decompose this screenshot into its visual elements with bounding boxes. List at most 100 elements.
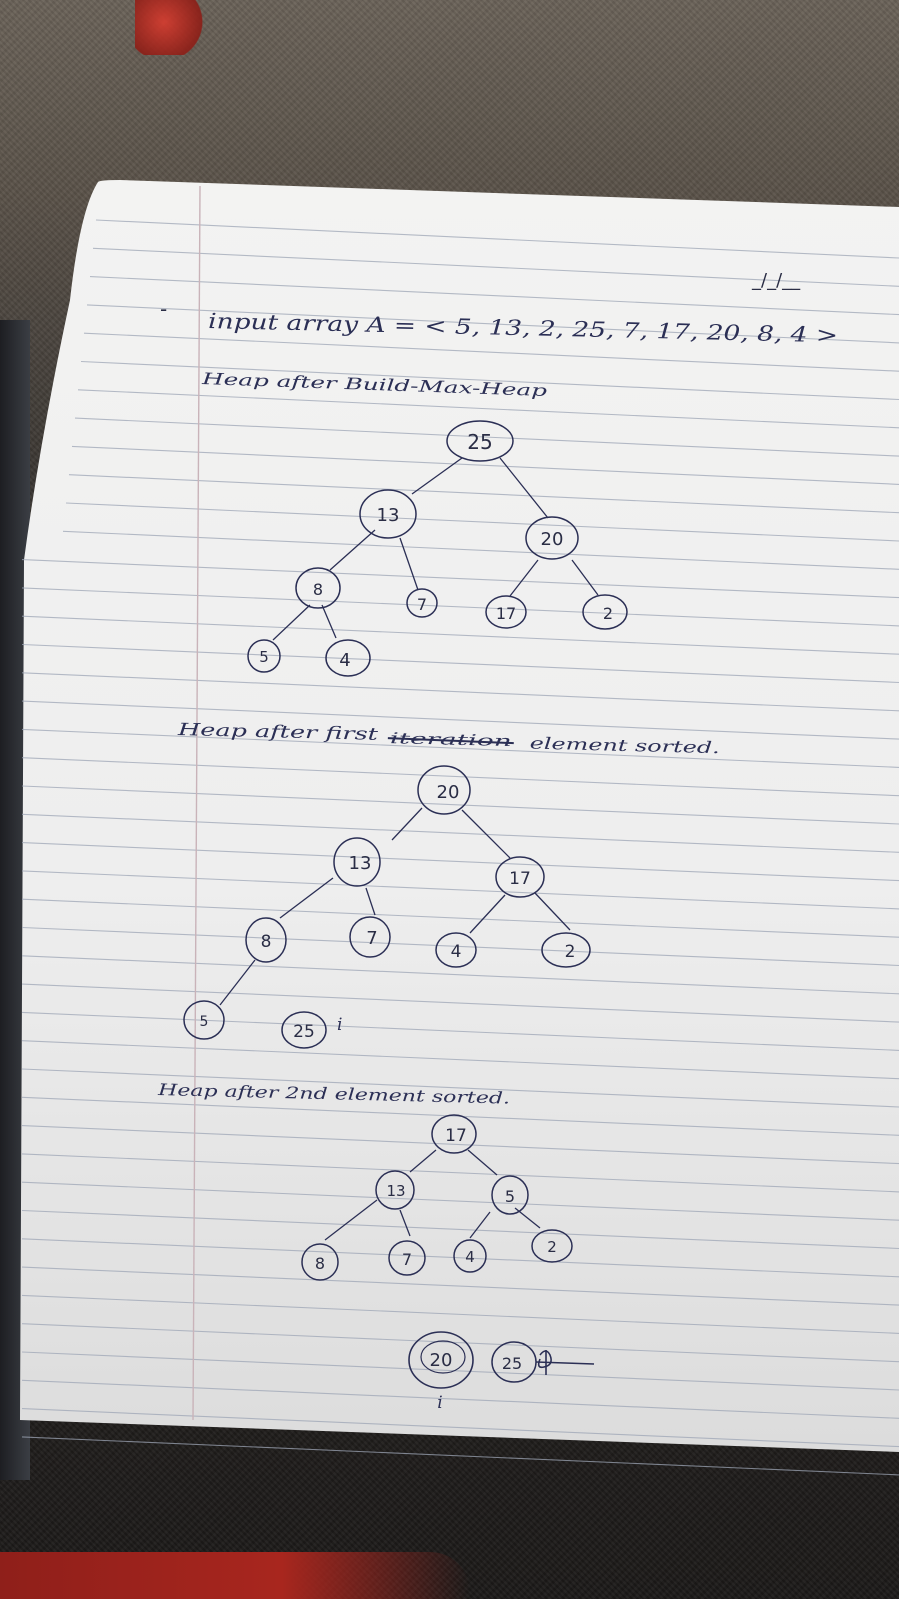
strikethrough-line — [387, 737, 514, 745]
rule-line — [21, 983, 899, 1023]
svg-text:7: 7 — [417, 595, 427, 614]
rule-line — [21, 559, 899, 599]
rule-line — [21, 1125, 899, 1165]
rule-line — [21, 955, 899, 995]
tree3-index-marker: i — [437, 1393, 442, 1413]
tree2-sorted-25: 25 — [281, 1011, 327, 1049]
rule-line — [74, 417, 899, 457]
rule-line — [21, 1153, 899, 1193]
rule-line — [21, 1408, 899, 1448]
tree2-node-8: 8 — [245, 917, 287, 963]
svg-text:25: 25 — [467, 430, 492, 454]
tree3-node-4: 4 — [453, 1239, 487, 1273]
date-mark: _/_/__ — [751, 270, 801, 291]
tree3-sorted-20: 20 — [408, 1331, 474, 1389]
svg-text:13: 13 — [386, 1182, 405, 1200]
rule-line — [21, 1068, 899, 1108]
tree2-node-20: 20 — [417, 765, 471, 815]
svg-text:17: 17 — [509, 869, 531, 889]
svg-text:4: 4 — [465, 1248, 475, 1266]
tree2-node-4: 4 — [435, 932, 477, 968]
rule-line — [21, 926, 899, 967]
margin-line — [192, 185, 201, 1421]
rule-line — [21, 1266, 899, 1306]
rule-line — [21, 643, 899, 684]
svg-text:5: 5 — [200, 1014, 209, 1030]
svg-text:7: 7 — [366, 928, 377, 949]
rule-line — [77, 389, 899, 429]
svg-text:20: 20 — [541, 529, 564, 550]
paper-sheet — [20, 180, 899, 1452]
rule-line — [21, 898, 899, 938]
tree2-node-5: 5 — [183, 1000, 225, 1040]
rule-line — [92, 247, 899, 287]
heading-first-element-sorted: Heap after first iteration element sorte… — [176, 720, 720, 757]
cross-scribble — [535, 1350, 595, 1375]
tree3-node-7: 7 — [388, 1240, 426, 1276]
svg-text:20: 20 — [430, 1350, 453, 1371]
svg-text:5: 5 — [259, 648, 269, 666]
svg-text:4: 4 — [339, 650, 350, 671]
rule-line — [62, 530, 899, 570]
tree1-edges — [272, 457, 599, 641]
rule-line — [21, 700, 899, 740]
tree1-node-8: 8 — [295, 567, 341, 609]
rule-line — [65, 502, 899, 542]
svg-text:2: 2 — [565, 942, 576, 962]
svg-text:2: 2 — [603, 604, 613, 623]
heading2-before: Heap after first — [176, 720, 378, 745]
rule-line — [21, 672, 899, 712]
rule-line — [83, 332, 899, 372]
rule-line — [80, 360, 899, 401]
rule-line — [86, 304, 899, 344]
rule-line — [89, 276, 899, 316]
rule-line — [21, 1294, 899, 1334]
svg-text:7: 7 — [402, 1250, 412, 1269]
tree2-node-17: 17 — [495, 856, 545, 898]
svg-text:17: 17 — [496, 604, 516, 623]
tree3-edges — [324, 1149, 541, 1241]
tree1-node-17: 17 — [485, 595, 527, 629]
rule-line — [95, 219, 899, 259]
svg-text:4: 4 — [451, 942, 462, 962]
red-object — [135, 0, 207, 55]
tree1-node-20: 20 — [525, 516, 579, 560]
rule-line — [21, 1181, 899, 1221]
rule-line — [21, 1351, 899, 1391]
svg-text:8: 8 — [313, 580, 323, 599]
svg-text:13: 13 — [349, 853, 372, 874]
bullet-dash: - — [160, 297, 167, 321]
tree2-node-2: 2 — [541, 932, 591, 968]
tree3-node-17: 17 — [431, 1114, 477, 1154]
tree3-node-13: 13 — [375, 1170, 415, 1210]
tree3-node-8: 8 — [301, 1243, 339, 1281]
tree1-node-4: 4 — [325, 639, 371, 677]
tree1-node-7: 7 — [406, 588, 438, 618]
tree1-node-2: 2 — [582, 594, 628, 630]
heading2-after: element sorted. — [530, 734, 720, 758]
tree2-node-7: 7 — [349, 916, 391, 958]
rule-line — [21, 1323, 899, 1363]
rule-line — [21, 870, 899, 910]
tree3-node-2: 2 — [531, 1229, 573, 1263]
rule-line — [21, 1011, 899, 1051]
rule-line — [21, 813, 899, 853]
rule-line — [21, 587, 899, 627]
rule-line — [71, 445, 899, 485]
rule-line — [21, 757, 899, 797]
red-fabric — [0, 1552, 470, 1599]
svg-text:8: 8 — [315, 1254, 325, 1273]
tree1-node-5: 5 — [247, 639, 281, 673]
tree1-node-25: 25 — [446, 420, 514, 462]
tree3-node-5: 5 — [491, 1175, 529, 1215]
rule-line — [68, 474, 899, 514]
svg-text:5: 5 — [505, 1187, 515, 1206]
rule-line — [21, 615, 899, 655]
rule-line — [21, 1040, 899, 1080]
svg-text:8: 8 — [261, 932, 272, 952]
rule-line — [21, 1209, 899, 1250]
svg-text:13: 13 — [377, 505, 400, 526]
svg-text:25: 25 — [293, 1022, 315, 1042]
rule-line — [21, 842, 899, 882]
